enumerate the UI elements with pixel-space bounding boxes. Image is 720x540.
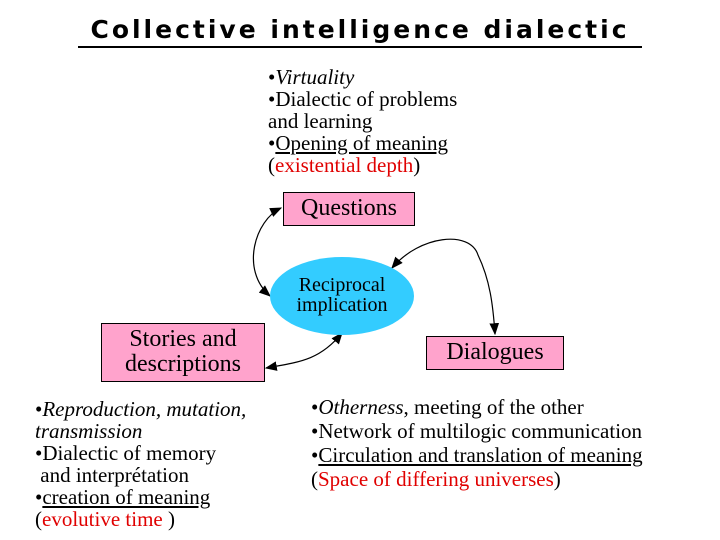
- node-label: Reciprocal: [298, 274, 386, 296]
- top-text-block: •Virtuality •Dialectic of problems and l…: [268, 65, 458, 177]
- top-line: and learning: [268, 109, 373, 133]
- left-line-red: evolutive time: [42, 507, 163, 531]
- right-line: Network of multilogic communication: [318, 419, 643, 443]
- node-stories: Stories and descriptions: [101, 323, 265, 382]
- arrow-center-stories: [264, 332, 343, 371]
- arrow-questions-center: [252, 207, 283, 297]
- left-line: transmission: [35, 419, 143, 443]
- right-line-red: Space of differing universes: [318, 467, 554, 491]
- left-line: Dialectic of memory: [42, 441, 217, 465]
- top-line: Virtuality: [275, 65, 355, 89]
- top-line: Opening of meaning: [275, 131, 448, 155]
- node-label: Questions: [301, 195, 397, 221]
- arrow-center-dialogues: [391, 238, 500, 336]
- top-line: Dialectic of problems: [275, 87, 458, 111]
- right-line: Circulation and translation of meaning: [318, 443, 643, 467]
- node-label: implication: [296, 294, 388, 316]
- node-label: descriptions: [125, 351, 241, 377]
- left-line: Reproduction, mutation,: [42, 397, 247, 421]
- node-reciprocal-implication: Reciprocal implication: [270, 257, 414, 335]
- left-line: creation of meaning: [42, 485, 211, 509]
- top-line-red: existential depth: [275, 153, 414, 177]
- node-questions: Questions: [283, 192, 415, 226]
- right-line: , meeting of the other: [403, 395, 584, 419]
- right-text-block: •Otherness, meeting of the other •Networ…: [311, 395, 649, 491]
- node-label: Dialogues: [446, 339, 544, 365]
- left-line: and interprétation: [40, 463, 189, 487]
- node-dialogues: Dialogues: [426, 336, 564, 370]
- left-text-block: •Reproduction, mutation, transmission •D…: [35, 397, 247, 531]
- node-label: Stories and: [129, 326, 237, 352]
- slide-title: Collective intelligence dialectic: [78, 14, 642, 48]
- right-line: Otherness: [318, 395, 404, 419]
